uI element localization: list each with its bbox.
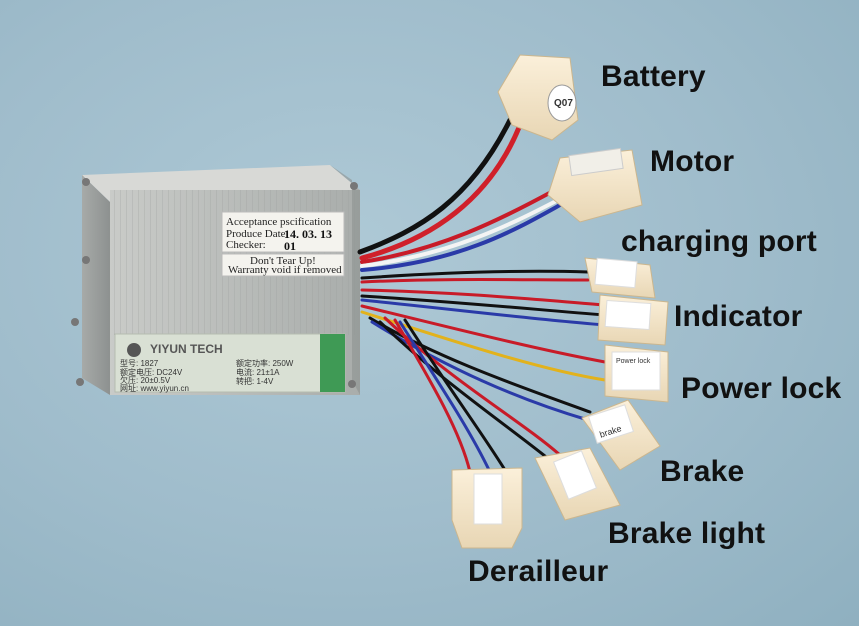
box-right-edge [330, 165, 360, 395]
sticker-line1: Acceptance pscification [226, 216, 332, 228]
label-indicator: Indicator [674, 300, 803, 333]
wire-charging-black [360, 269, 590, 280]
wire-brake-black [368, 316, 592, 414]
plate-green-stripe [320, 334, 345, 392]
brake-tag [587, 404, 635, 444]
label-battery: Battery [601, 60, 706, 93]
label-brake: Brake [660, 455, 745, 488]
acceptance-sticker: Acceptance pscification Produce Date 14.… [221, 211, 345, 277]
screw-icon [350, 182, 358, 190]
plate-undervoltage: 欠压: 20±0.5V [120, 375, 171, 385]
derailleur-tag [473, 473, 503, 525]
screw-icon [82, 256, 90, 264]
charging-tag [594, 257, 638, 289]
plate-ratio: 转把: 1-4V [236, 376, 274, 386]
sticker-line2: Produce Date [226, 228, 286, 240]
sticker-warn2: Warranty void if removed [228, 264, 342, 276]
label-brake-light: Brake light [608, 517, 766, 550]
wire-motor-red [360, 188, 557, 264]
power-lock-tag [611, 351, 661, 391]
wire-motor-blue [360, 203, 562, 272]
indicator-tag [604, 299, 652, 331]
spec-plate: YIYUN TECH 型号: 1827 额定电压: DC24V 欠压: 20±0… [114, 333, 346, 393]
battery-tag-text: Q07 [554, 98, 573, 109]
connector-indicator [597, 294, 669, 346]
sticker-warn1: Don't Tear Up! [250, 255, 316, 267]
battery-tag [547, 84, 577, 122]
box-left-side [82, 175, 110, 395]
connector-charging-port [584, 257, 656, 299]
wire-brakelight-black [378, 320, 552, 462]
connector-power-lock: Power lock [604, 344, 669, 403]
screw-icon [71, 318, 79, 326]
label-motor: Motor [650, 145, 735, 178]
wire-derailleur-blue [398, 320, 492, 474]
wire-indicator-black [360, 294, 607, 317]
plate-current: 电流: 21±1A [236, 367, 280, 377]
screw-icon [76, 378, 84, 386]
label-charging-port: charging port [621, 225, 817, 258]
wire-indicator-blue [360, 298, 607, 327]
sticker-checker: 01 [284, 239, 296, 253]
wire-motor-white [360, 198, 560, 268]
wire-brakelight-red [383, 316, 562, 457]
plate-website: 网址: www.yiyun.cn [120, 383, 189, 393]
motor-tag [568, 147, 624, 177]
wire-derailleur-black [403, 318, 507, 472]
brand-logo-icon [127, 343, 141, 357]
connector-derailleur [451, 467, 523, 549]
power-lock-tag-text: Power lock [616, 358, 651, 365]
connector-brake: brake [581, 399, 661, 471]
wire-battery-black [357, 117, 513, 255]
connector-battery: Q07 [497, 54, 579, 141]
wire-derailleur-red [393, 318, 472, 474]
plate-rated-voltage: 额定电压: DC24V [120, 367, 183, 377]
sticker-top [221, 211, 345, 253]
sticker-bottom [221, 253, 345, 277]
connector-motor [547, 147, 643, 223]
wire-indicator-red [360, 288, 607, 307]
plate-rated-power: 额定功率: 250W [236, 358, 294, 368]
connector-brake-light [534, 447, 621, 521]
wire-lock-red [360, 304, 607, 364]
plate-background [114, 333, 346, 393]
wire-brake-blue [370, 320, 590, 422]
label-power-lock: Power lock [681, 372, 842, 405]
label-derailleur: Derailleur [468, 555, 609, 588]
sticker-date: 14. 03. 13 [284, 227, 332, 241]
screw-icon [348, 380, 356, 388]
sticker-line3: Checker: [226, 239, 266, 251]
screw-icon [82, 178, 90, 186]
wire-battery-red [359, 122, 523, 261]
brake-light-tag [552, 450, 598, 500]
wire-harness [357, 117, 607, 474]
plate-brand: YIYUN TECH [150, 342, 223, 356]
wire-charging-red [360, 278, 590, 284]
plate-model: 型号: 1827 [120, 359, 159, 368]
